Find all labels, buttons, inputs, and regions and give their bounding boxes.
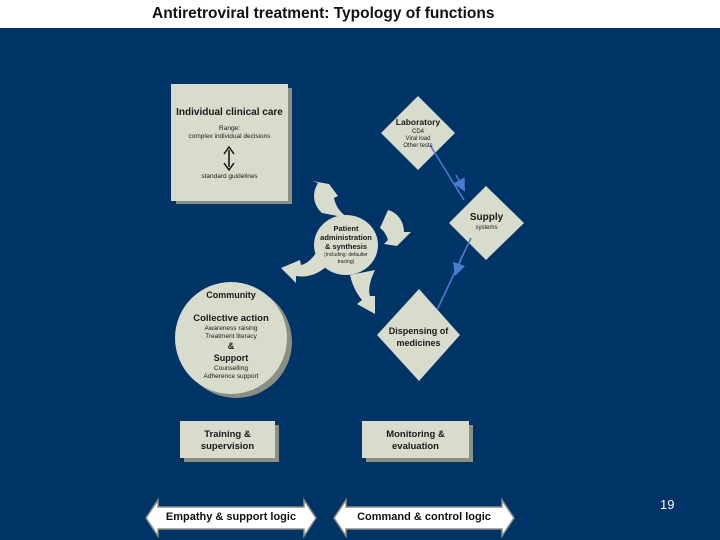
laboratory-heading: Laboratory — [395, 117, 441, 127]
community-circle — [175, 282, 287, 394]
lab-supply-arrowhead — [453, 174, 466, 192]
clinical-care-box — [171, 84, 288, 201]
community-support: Support — [213, 353, 249, 363]
clinical-care-bottom-text: standard guidelines — [201, 173, 258, 180]
range-arrow-down-icon — [223, 162, 235, 172]
supply-heading: Supply — [469, 212, 504, 223]
supply-sub: systems — [475, 225, 498, 231]
community-counselling: Counselling — [214, 365, 248, 372]
pinwheel-blade-left — [281, 250, 327, 283]
supply-dispensing-arrowhead — [453, 255, 466, 277]
laboratory-line-1: CD4 — [411, 129, 424, 135]
slide-title: Antiretroviral treatment: Typology of fu… — [152, 5, 495, 22]
monitoring-box — [362, 421, 469, 458]
laboratory-diamond — [381, 96, 455, 170]
supply-diamond — [449, 186, 524, 260]
patient-admin-note-2: tracing) — [337, 259, 355, 265]
community-awareness: Awareness raising — [204, 325, 258, 332]
empathy-logic-label: Empathy & support logic — [165, 511, 297, 523]
community-heading: Community — [206, 290, 256, 300]
lab-supply-connector — [429, 144, 465, 201]
pinwheel-blade-top — [312, 181, 348, 218]
laboratory-line-2: Viral load — [405, 136, 431, 142]
command-logic-label: Command & control logic — [357, 511, 491, 523]
dispensing-line-1: Dispensing of — [388, 326, 449, 336]
patient-admin-line-3: & synthesis — [324, 242, 368, 251]
monitoring-line-1: Monitoring & — [386, 429, 445, 440]
dispensing-diamond — [377, 289, 460, 381]
dispensing-line-2: medicines — [396, 338, 441, 348]
clinical-care-heading: Individual clinical care — [176, 107, 283, 118]
training-line-1: Training & — [204, 429, 251, 440]
community-collective-action: Collective action — [193, 313, 269, 324]
empathy-logic-arrow — [145, 497, 317, 539]
clinical-care-range-label: Range: — [219, 125, 240, 132]
community-literacy: Treatment literacy — [205, 333, 257, 340]
range-arrow-up-icon — [223, 145, 235, 155]
laboratory-line-3: Other tests — [403, 143, 433, 149]
title-band — [0, 0, 720, 28]
supply-dispensing-connector — [436, 237, 472, 311]
command-logic-arrow — [333, 497, 515, 539]
pinwheel-blade-right — [380, 210, 411, 246]
pinwheel-blade-bottom — [350, 270, 375, 314]
clinical-care-top-text: complex individual decisions — [188, 133, 271, 140]
page-number: 19 — [660, 497, 675, 512]
community-ampersand: & — [227, 341, 235, 351]
patient-admin-line-1: Patient — [333, 224, 359, 233]
patient-admin-line-2: administration — [320, 233, 372, 242]
training-box — [180, 421, 275, 458]
patient-admin-note-1: (including: defaulter — [324, 252, 368, 258]
patient-admin-hub — [314, 215, 378, 275]
monitoring-line-2: evaluation — [392, 441, 439, 452]
training-line-2: supervision — [200, 441, 255, 452]
community-adherence: Adherence support — [203, 373, 259, 380]
